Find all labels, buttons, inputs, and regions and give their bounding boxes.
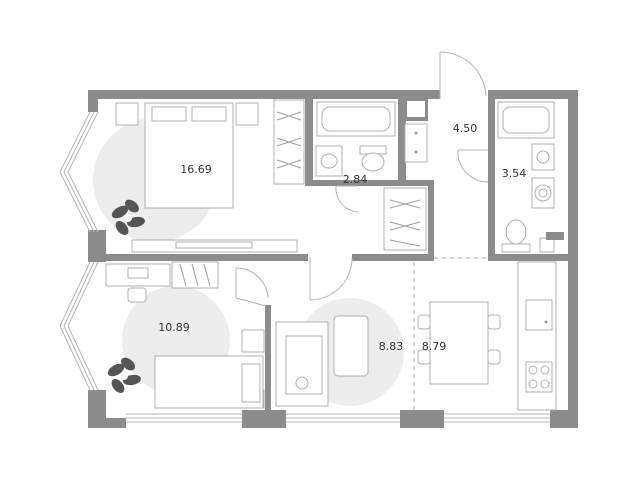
dining-set xyxy=(417,301,501,385)
area-label-living: 8.83 xyxy=(379,340,404,353)
living-furniture xyxy=(275,315,369,407)
plant-icon xyxy=(107,357,141,393)
bathroom-fixtures xyxy=(315,101,396,177)
area-label-hall: 4.50 xyxy=(453,122,478,135)
plant-icon xyxy=(111,199,145,235)
area-label-bathroom: 2.84 xyxy=(343,173,368,186)
bay-window-bottom xyxy=(59,261,99,391)
area-label-wc: 3.54 xyxy=(502,167,527,180)
bedroom-2-furniture xyxy=(105,261,265,409)
area-label-bedroom-1: 16.69 xyxy=(180,163,212,176)
washer-cabinet xyxy=(404,123,428,163)
kitchen-counter xyxy=(517,261,557,411)
bay-window-top xyxy=(59,111,99,233)
shaft-box xyxy=(405,99,427,119)
area-label-bedroom-2: 10.89 xyxy=(158,321,190,334)
walls xyxy=(88,90,578,428)
wc-fixtures xyxy=(497,101,564,253)
area-label-kitchen: 8.79 xyxy=(422,340,447,353)
bottom-window xyxy=(126,413,550,423)
doors xyxy=(235,51,489,307)
hall-closet xyxy=(383,187,427,251)
bedroom-1-furniture xyxy=(115,99,305,253)
